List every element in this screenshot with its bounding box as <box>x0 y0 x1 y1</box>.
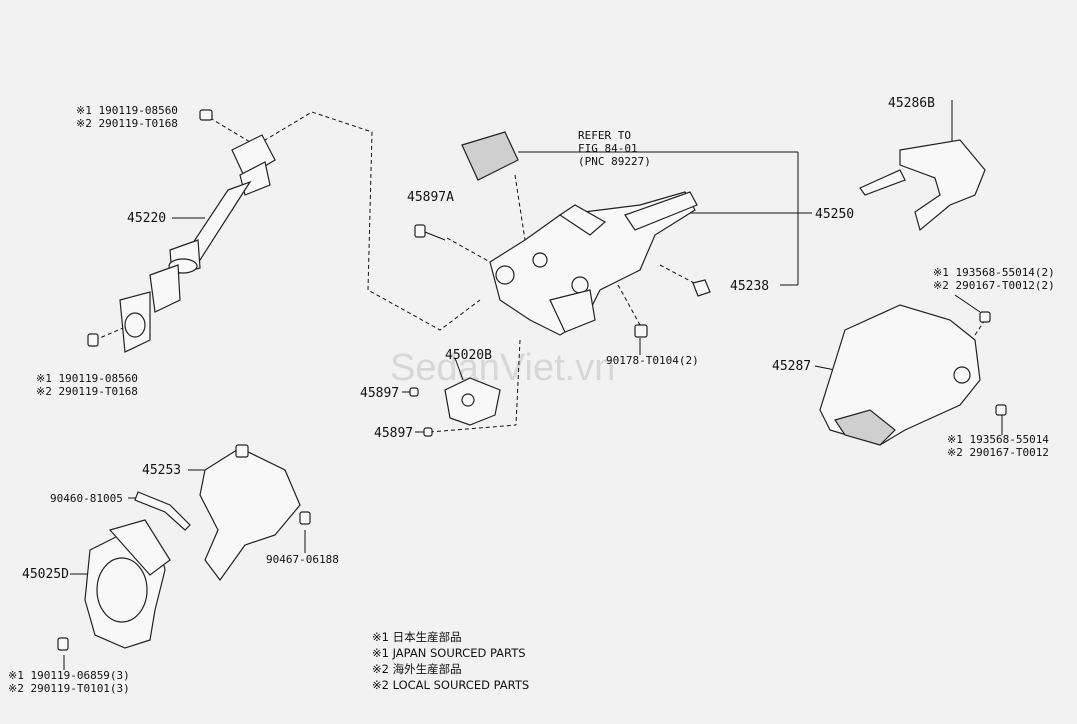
label-45897A: 45897A <box>407 190 454 205</box>
label-refer-pnc: (PNC 89227) <box>578 155 651 168</box>
label-45897-a: 45897 <box>360 386 399 401</box>
note-1-en: ※1 JAPAN SOURCED PARTS <box>372 646 526 660</box>
upper-cover-45286B <box>859 139 986 232</box>
bracket-45253 <box>199 444 311 582</box>
label-290167-T0012: ※2 290167-T0012 <box>947 446 1049 459</box>
label-90178-T0104: 90178-T0104(2) <box>606 354 699 367</box>
label-45287: 45287 <box>772 359 811 374</box>
label-193568-55014: ※1 193568-55014 <box>947 433 1049 446</box>
label-90467-06188: 90467-06188 <box>266 553 339 566</box>
label-45220: 45220 <box>127 211 166 226</box>
label-190119-08560-top: ※1 190119-08560 <box>76 104 178 117</box>
label-290119-T0168-top: ※2 290119-T0168 <box>76 117 178 130</box>
label-refer-to: REFER TO <box>578 129 631 142</box>
label-45020B: 45020B <box>445 348 492 363</box>
label-45250: 45250 <box>815 207 854 222</box>
label-45286B: 45286B <box>888 96 935 111</box>
label-90460-81005: 90460-81005 <box>50 492 123 505</box>
label-290119-T0101: ※2 290119-T0101(3) <box>8 682 130 695</box>
label-190119-06859: ※1 190119-06859(3) <box>8 669 130 682</box>
notes-legend: ※1 日本生産部品 ※1 JAPAN SOURCED PARTS ※2 海外生産… <box>372 630 529 692</box>
label-refer-fig: FIG 84-01 <box>578 142 638 155</box>
leader-lines <box>63 100 1003 670</box>
label-45253: 45253 <box>142 463 181 478</box>
label-45897-b: 45897 <box>374 426 413 441</box>
bracket-45020B <box>409 377 501 437</box>
boot-45025D <box>57 519 171 651</box>
note-2-jp: ※2 海外生産部品 <box>372 662 462 676</box>
steering-column <box>414 131 711 338</box>
note-1-jp: ※1 日本生産部品 <box>372 630 462 644</box>
lower-cover-45287 <box>819 304 1007 446</box>
intermediate-shaft <box>87 109 276 353</box>
label-290167-T0012-2: ※2 290167-T0012(2) <box>933 279 1055 292</box>
part-labels: ※1 190119-08560 ※2 290119-T0168 45220 ※1… <box>8 96 1055 695</box>
label-45025D: 45025D <box>22 567 69 582</box>
band-90460 <box>134 491 191 531</box>
watermark: SedanViet.vn <box>390 347 615 389</box>
label-190119-08560-bot: ※1 190119-08560 <box>36 372 138 385</box>
note-2-en: ※2 LOCAL SOURCED PARTS <box>372 678 529 692</box>
label-45238: 45238 <box>730 279 769 294</box>
label-290119-T0168-bot: ※2 290119-T0168 <box>36 385 138 398</box>
label-193568-55014-2: ※1 193568-55014(2) <box>933 266 1055 279</box>
